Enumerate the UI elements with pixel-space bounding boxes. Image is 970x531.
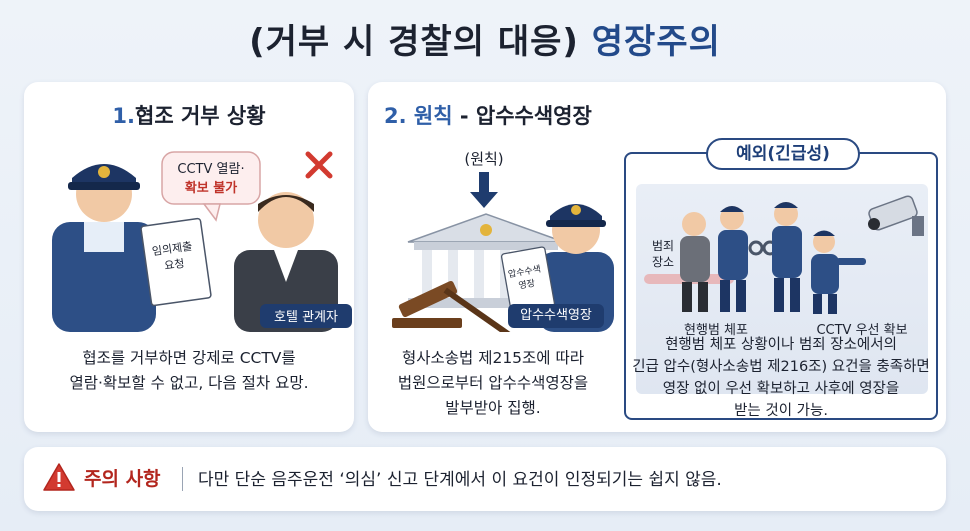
principle-description-line-3: 발부받아 집행. <box>445 399 541 417</box>
gavel-icon <box>392 280 513 332</box>
principle-description: 형사소송법 제215조에 따라 법원으로부터 압수수색영장을 발부받아 집행. <box>368 346 618 421</box>
exception-description-line-1: 현행범 체포 상황이나 범죄 장소에서의 <box>665 337 897 353</box>
hotel-staff-label: 호텔 관계자 <box>274 310 338 325</box>
warning-icon <box>43 463 75 491</box>
refusal-situation-heading: 1.협조 거부 상황 <box>24 100 354 130</box>
notice-title: 주의 사항 <box>84 468 161 490</box>
bubble-line-2: 확보 불가 <box>185 180 237 196</box>
arrest-caption: 현행범 체포 <box>684 322 748 338</box>
page-title-accent: 영장주의 <box>591 22 721 62</box>
hotel-staff-badge <box>260 304 352 328</box>
exception-description: 현행범 체포 상황이나 범죄 장소에서의 긴급 압수(형사소송법 제216조) … <box>624 334 938 422</box>
arresting-officer-icon <box>718 206 748 312</box>
principle-card: 2. 원칙 - 압수수색영장 (원칙) <box>368 82 946 432</box>
cctv-camera-icon <box>868 195 924 236</box>
exception-box: 예외(긴급성) 범죄 장소 <box>624 138 938 420</box>
warrant-doc-line-2: 영장 <box>518 278 536 292</box>
principle-number: 2. 원칙 <box>384 104 453 128</box>
document-line-2: 요청 <box>163 257 185 273</box>
principle-heading-text: - 압수수색영장 <box>459 104 592 128</box>
document-line-1: 임의제출 <box>151 240 193 259</box>
section-heading-text: 협조 거부 상황 <box>135 104 266 128</box>
exception-description-line-4: 받는 것이 가능. <box>734 403 828 419</box>
arrow-down-icon <box>470 172 498 208</box>
principle-heading: 2. 원칙 - 압수수색영장 <box>384 100 592 130</box>
cctv-caption: CCTV 우선 확보 <box>816 323 907 338</box>
notice-text: 다만 단순 음주운전 ‘의심’ 신고 단계에서 이 요건이 인정되기는 쉽지 않… <box>198 470 722 490</box>
notice-divider <box>182 467 183 491</box>
page-title-main: (거부 시 경찰의 대응) <box>249 22 579 62</box>
exception-description-line-2: 긴급 압수(형사소송법 제216조) 요건을 충족하면 <box>632 359 930 375</box>
exception-label: 예외(긴급성) <box>706 138 860 170</box>
pointing-officer-icon <box>811 230 866 314</box>
refusal-description-line-2: 열람·확보할 수 없고, 다음 절차 요망. <box>69 374 309 392</box>
notice-bar: 주의 사항 다만 단순 음주운전 ‘의심’ 신고 단계에서 이 요건이 인정되기… <box>24 447 946 511</box>
exception-description-line-3: 영장 없이 우선 확보하고 사후에 영장을 <box>662 381 900 397</box>
principle-description-line-2: 법원으로부터 압수수색영장을 <box>397 374 589 392</box>
crime-scene-line-2: 장소 <box>652 255 674 269</box>
warrant-badge: 압수수색영장 <box>508 304 604 328</box>
principle-description-line-1: 형사소송법 제215조에 따라 <box>401 349 585 367</box>
refusal-description: 협조를 거부하면 강제로 CCTV를 열람·확보할 수 없고, 다음 절차 요망… <box>24 346 354 396</box>
speech-bubble: CCTV 열람· 확보 불가 <box>161 151 261 222</box>
crime-scene-line-1: 범죄 <box>652 239 674 253</box>
suspect-icon <box>680 212 710 312</box>
bubble-line-1: CCTV 열람· <box>177 162 244 177</box>
arrest-scene-illustration: 범죄 장소 <box>644 195 924 338</box>
red-x-icon <box>305 151 333 179</box>
exception-scene: 범죄 장소 <box>636 184 928 394</box>
section-number: 1. <box>112 104 136 128</box>
refusal-situation-card: 1.협조 거부 상황 CCTV 열람· 확보 불가 임의제출 요청 <box>24 82 354 432</box>
voluntary-submission-document: 임의제출 요청 <box>140 217 212 307</box>
principle-label: (원칙) <box>464 150 503 168</box>
refusal-description-line-1: 협조를 거부하면 강제로 CCTV를 <box>82 349 296 367</box>
police-officer-icon <box>52 164 156 332</box>
warrant-badge-label: 압수수색영장 <box>520 308 592 323</box>
refusal-illustration: CCTV 열람· 확보 불가 임의제출 요청 <box>52 151 352 332</box>
police-officer-icon <box>772 202 802 312</box>
page-title: (거부 시 경찰의 대응) 영장주의 <box>0 14 970 63</box>
